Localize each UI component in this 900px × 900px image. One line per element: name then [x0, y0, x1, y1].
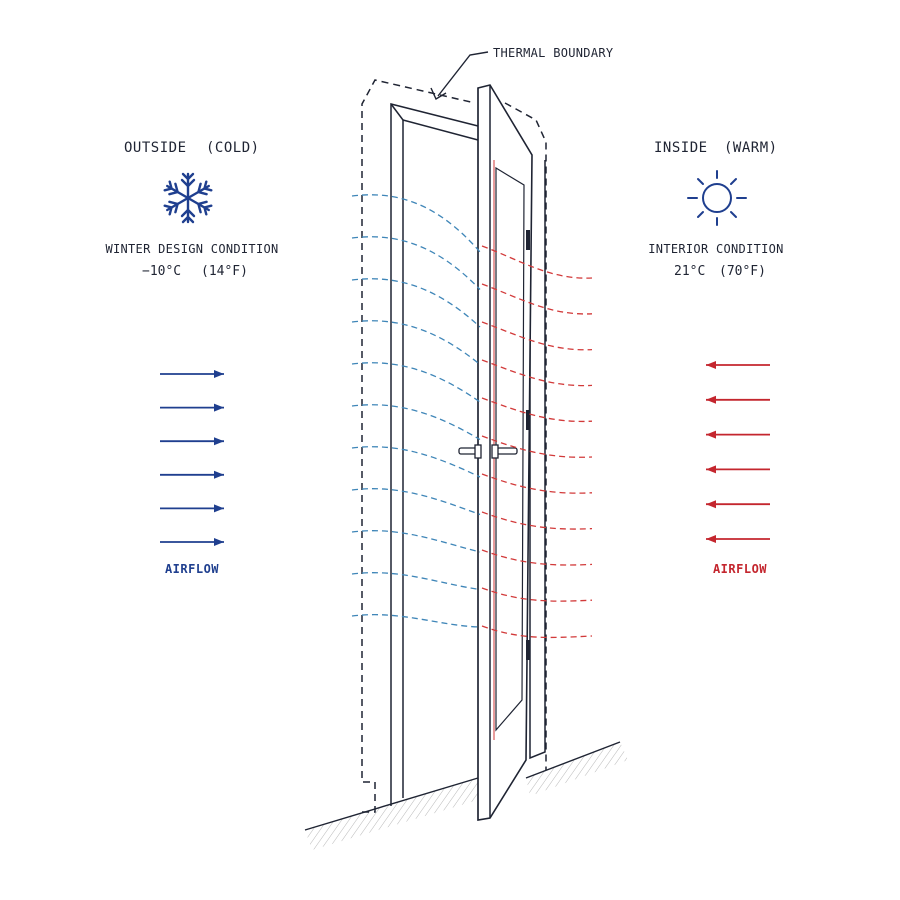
outside-temp-f: (14°F) [201, 264, 248, 279]
inside-temp-f: (70°F) [719, 264, 766, 279]
cold-streamline [351, 362, 481, 403]
floor [304, 741, 628, 850]
cold-airflow-arrow [160, 538, 224, 546]
warm-airflow-arrow [706, 535, 770, 543]
cold-streamline [351, 572, 481, 591]
warm-airflow-arrow [706, 465, 770, 474]
warm-airflow-arrow [706, 500, 770, 509]
thermal-boundary-leader [430, 51, 489, 101]
outside-title: OUTSIDE [124, 140, 187, 156]
inside-title: INSIDE [654, 140, 708, 156]
warm-streamline [481, 435, 593, 458]
cold-streamline [351, 530, 481, 553]
door-frame [390, 103, 546, 806]
outside-condition-label: WINTER DESIGN CONDITION [105, 242, 278, 256]
warm-streamline [481, 397, 593, 423]
warm-airflow-arrow [706, 430, 770, 439]
thermal-boundary-label: THERMAL BOUNDARY [493, 46, 614, 60]
door-handle [458, 444, 518, 459]
cold-airflow-arrow [160, 470, 224, 479]
cold-streamline [351, 488, 481, 516]
inside-temp-c: 21°C [674, 264, 705, 279]
warm-streamline [481, 473, 593, 494]
sun-icon [687, 170, 747, 226]
outside-qualifier: (COLD) [206, 140, 260, 156]
cold-streamline [351, 236, 481, 290]
warm-streamline [481, 625, 593, 639]
cold-streamline [351, 446, 481, 478]
inside-airflow-label: AIRFLOW [713, 562, 767, 576]
cold-streamline [351, 194, 481, 253]
warm-streamline [481, 321, 593, 351]
outside-airflow-label: AIRFLOW [165, 562, 219, 576]
warm-streamline [481, 359, 593, 387]
warm-streamline [481, 245, 593, 279]
cold-airflow-arrow [160, 504, 224, 513]
thermal-boundary-outline [361, 79, 547, 813]
cold-airflow-arrows [160, 370, 224, 546]
cold-streamline [351, 614, 481, 628]
warm-streamline [481, 511, 593, 530]
warm-airflow-arrow [706, 361, 770, 369]
inside-qualifier: (WARM) [724, 140, 778, 156]
cold-airflow-arrow [160, 370, 224, 378]
cold-streamline [351, 320, 481, 366]
warm-streamline [481, 283, 593, 315]
outside-temp-c: −10°C [142, 264, 181, 279]
warm-airflow-arrows [706, 361, 770, 543]
airflow-streamlines [351, 194, 593, 639]
warm-streamline [481, 549, 593, 566]
warm-airflow-arrow [706, 395, 770, 404]
cold-streamline [351, 278, 481, 328]
cold-airflow-arrow [160, 403, 224, 412]
cold-airflow-arrow [160, 437, 224, 446]
warm-streamline [481, 587, 593, 602]
inside-condition-label: INTERIOR CONDITION [648, 242, 783, 256]
cold-streamline [351, 404, 481, 441]
snowflake-icon [163, 172, 213, 224]
